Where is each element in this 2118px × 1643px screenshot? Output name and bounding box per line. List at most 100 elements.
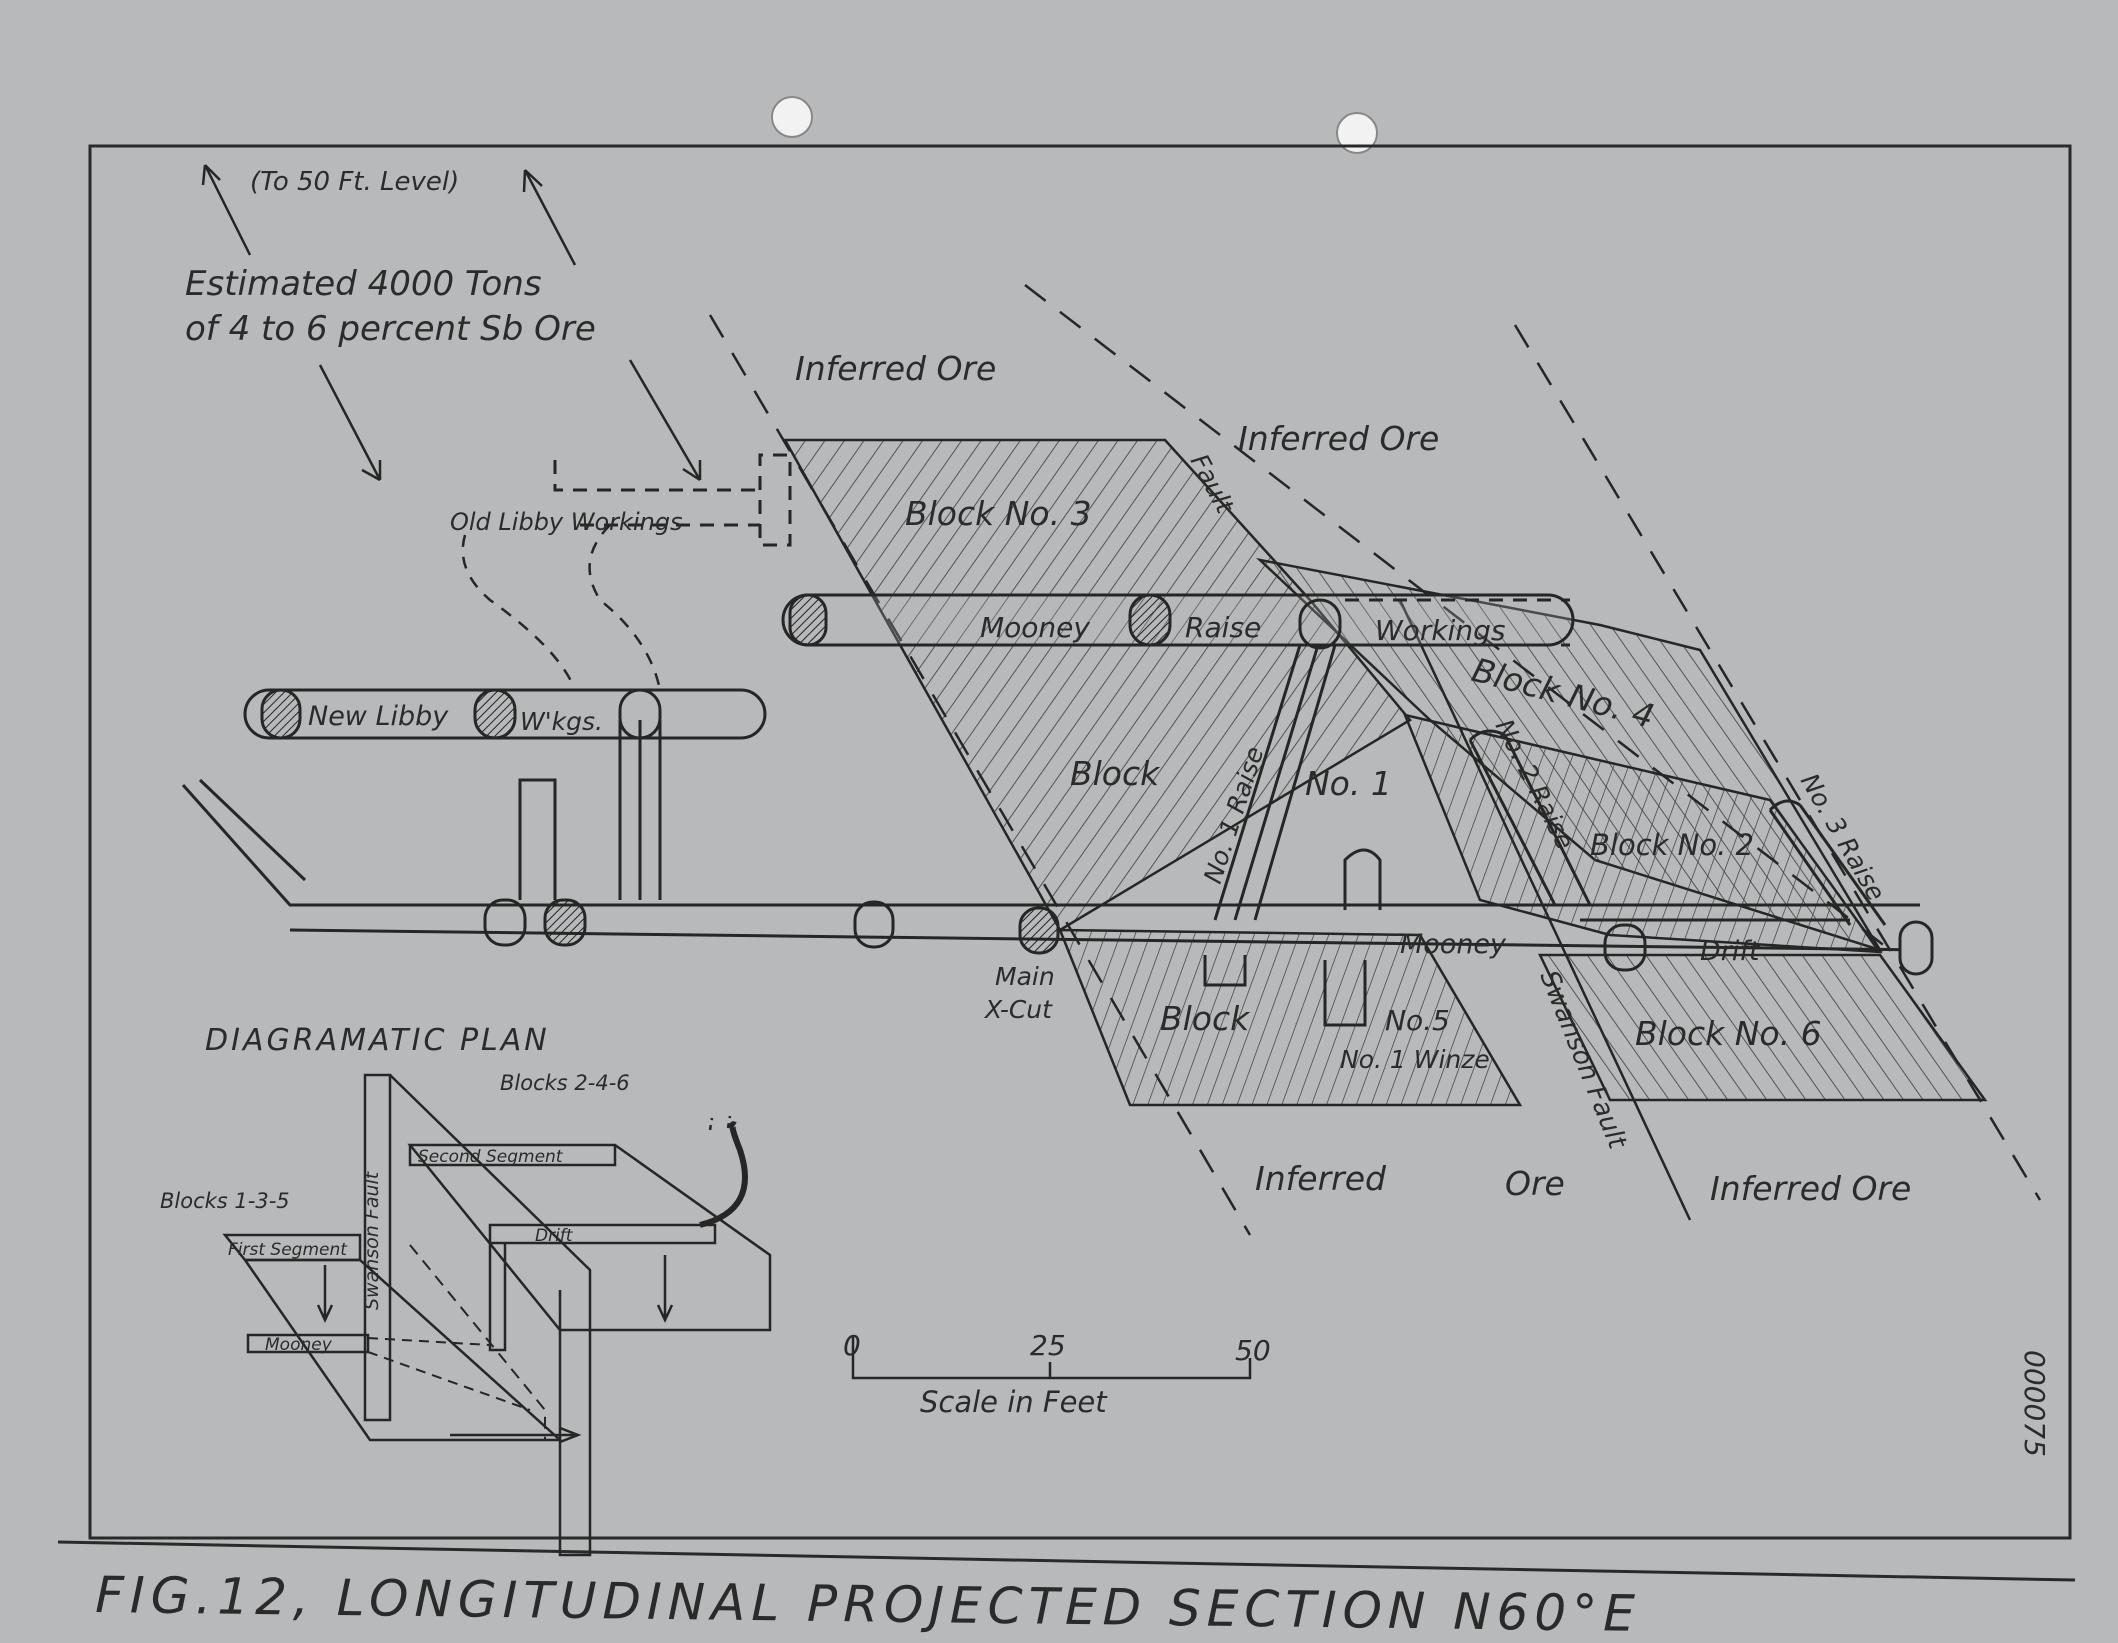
plan-shaft-dash (708, 1115, 732, 1131)
arrow-icon (628, 359, 702, 482)
mooney-raise-label: Mooney (980, 611, 1090, 644)
scale-bar: 0 25 50 Scale in Feet (843, 1329, 1271, 1419)
scale-label: Scale in Feet (920, 1385, 1108, 1419)
winze-stub (1203, 955, 1247, 987)
scale-tick-25: 25 (1030, 1329, 1066, 1362)
block-1-label-a: Block (1070, 754, 1161, 793)
tube-section (788, 593, 828, 647)
stub (1603, 923, 1647, 972)
inferred-label: Inferred (1255, 1159, 1387, 1198)
plan-fault-face (389, 1074, 592, 1557)
scale-tick-0: 0 (843, 1329, 861, 1362)
stub (1343, 848, 1382, 910)
old-libby-connection (461, 534, 577, 691)
block-6-region (1538, 953, 1988, 1102)
adit-line (198, 778, 307, 882)
block-2-label: Block No. 2 (1590, 828, 1754, 862)
no1-winze-label: No. 1 Winze (1340, 1045, 1490, 1074)
scale-line (851, 1335, 1252, 1380)
block-3-1-region (782, 438, 1412, 932)
no1-raise-shape (1213, 644, 1337, 921)
frame-bottom-rule (57, 1540, 2076, 1582)
plan-mooney-bar (246, 1333, 370, 1354)
new-libby-tube (243, 688, 767, 740)
scale-tick-50: 50 (1235, 1334, 1271, 1367)
raise-shaft (518, 778, 557, 900)
mooney-drift-label: Mooney (1400, 929, 1507, 960)
block-5-label-a: Block (1160, 999, 1251, 1038)
inferred-ore-label: Inferred Ore (1710, 1169, 1911, 1208)
boundary-dash-line (708, 314, 1252, 1236)
no3-raise-shape (1768, 799, 1887, 926)
workings-dashed (1345, 598, 1570, 647)
drift-label: Drift (1700, 936, 1761, 967)
plan-hidden-edge (409, 1244, 546, 1440)
inferred-ore-label: Inferred Ore (795, 349, 996, 388)
main-xcut-label-2: X-Cut (983, 995, 1053, 1024)
arrow-icon (201, 164, 252, 256)
no2-raise-shape (1468, 729, 1592, 906)
punch-hole (771, 96, 813, 138)
plan-mooney-label: Mooney (265, 1335, 333, 1355)
stub (483, 898, 527, 947)
workings-label: Workings (1375, 614, 1505, 647)
drift-end-cap (1898, 920, 1934, 976)
diagramatic-plan: DIAGRAMATIC PLAN Blocks 2-4-6 Blocks 1-3… (160, 1023, 772, 1557)
stub (853, 900, 895, 949)
plan-drift-label: Drift (535, 1226, 574, 1246)
arrow-icon (318, 364, 382, 482)
plan-drift-bar (488, 1223, 717, 1245)
to-level-label: (To 50 Ft. Level) (250, 167, 459, 197)
plan-first-plate (242, 1258, 564, 1442)
main-xcut-label-1: Main (995, 962, 1055, 991)
arrow-icon (522, 169, 577, 266)
plan-hidden-edge (367, 1337, 531, 1411)
plan-second-segment (407, 1143, 772, 1332)
ore-label: Ore (1505, 1164, 1565, 1203)
block-6-label: Block No. 6 (1635, 1014, 1822, 1053)
swanson-fault-line (1398, 599, 1692, 1221)
tube-section (1298, 598, 1342, 650)
punch-hole (1336, 112, 1378, 154)
estimate-label-2: of 4 to 6 percent Sb Ore (185, 309, 596, 349)
main-level-top (181, 784, 1920, 907)
inferred-ore-label: Inferred Ore (1238, 419, 1439, 458)
plan-fault-plate (363, 1073, 392, 1422)
arrow-icon (316, 1265, 334, 1323)
page-stamp: 000075 (2018, 1350, 2051, 1457)
plan-swanson-label: Swanson Fault (361, 1170, 383, 1310)
wkgs-label: W'kgs. (520, 707, 603, 736)
drawing-frame (88, 144, 2072, 1540)
tube-section (260, 688, 302, 740)
block-3-label: Block No. 3 (905, 494, 1092, 533)
libby-shaft (618, 720, 662, 900)
stub-section (543, 898, 587, 947)
plan-drift-drop (488, 1243, 507, 1352)
raise-label: Raise (1185, 611, 1261, 644)
old-libby-connection (588, 524, 662, 691)
blocks-135-label: Blocks 1-3-5 (160, 1189, 290, 1213)
blocks-246-label: Blocks 2-4-6 (500, 1071, 630, 1095)
mooney-raise-tube (781, 593, 1575, 647)
tube-section (618, 688, 662, 740)
block-1-label-b: No. 1 (1305, 764, 1392, 803)
new-libby-label: New Libby (308, 701, 449, 732)
boundary-dash-line (1513, 324, 2042, 1201)
block-5-region (1058, 928, 1523, 1107)
estimate-label-1: Estimated 4000 Tons (185, 264, 542, 304)
tube-section (473, 688, 517, 740)
block-5-label-b: No.5 (1385, 1004, 1450, 1037)
old-libby-label: Old Libby Workings (450, 508, 683, 536)
plan-title: DIAGRAMATIC PLAN (205, 1023, 550, 1058)
plan-shaft-curve (699, 1121, 748, 1228)
arrow-icon (656, 1255, 674, 1323)
boundary-dash-line (1024, 284, 1891, 951)
main-xcut-section (1018, 906, 1060, 955)
arrow-icon (450, 1426, 582, 1444)
plan-second-segment-edge (408, 1145, 617, 1167)
plan-second-segment-label: Second Segment (418, 1147, 564, 1167)
plan-first-segment-label: First Segment (228, 1240, 348, 1260)
figure-caption: FIG.12, LONGITUDINAL PROJECTED SECTION N… (95, 1566, 1641, 1643)
